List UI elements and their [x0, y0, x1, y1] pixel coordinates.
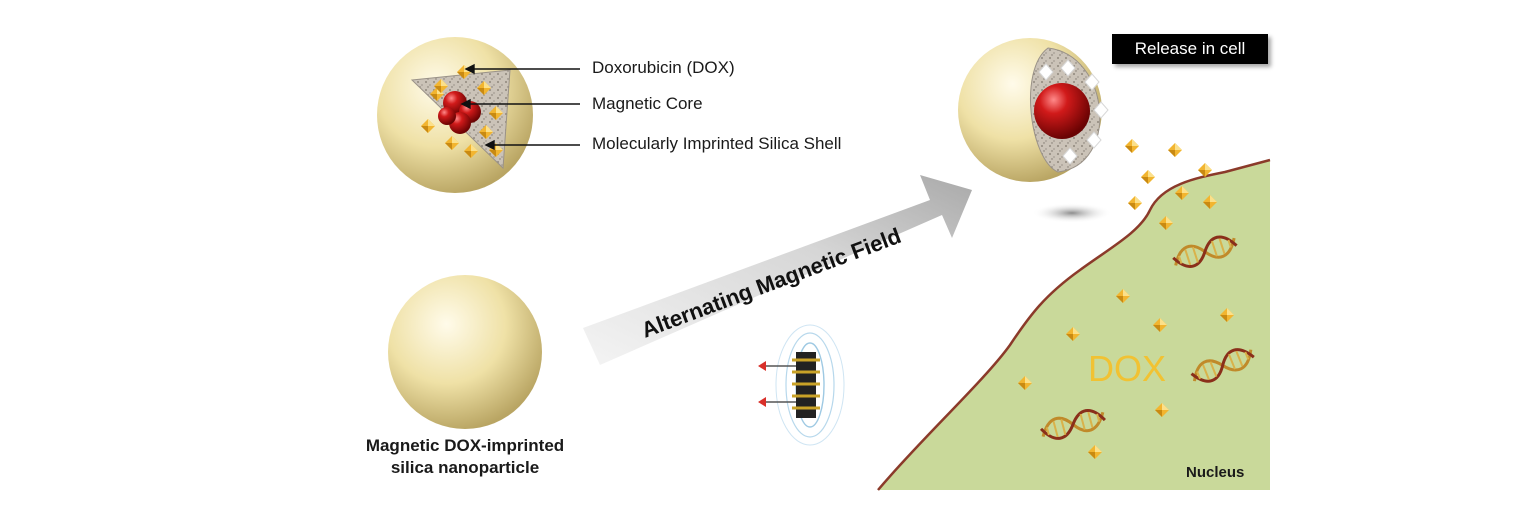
- plain-nanoparticle: [388, 275, 542, 429]
- caption-line-2: silica nanoparticle: [390, 458, 540, 477]
- release-badge: Release in cell: [1112, 34, 1268, 64]
- nucleus-label: Nucleus: [1186, 464, 1245, 481]
- core-callout-label: Magnetic Core: [592, 94, 703, 113]
- callout-lines: [460, 63, 580, 151]
- caption-line-1: Magnetic DOX-imprinted: [365, 436, 565, 455]
- nanoparticle-caption: Magnetic DOX-imprinted silica nanopartic…: [305, 435, 625, 479]
- releasing-nanoparticle: [958, 38, 1112, 223]
- dox-callout-label: Doxorubicin (DOX): [592, 58, 735, 77]
- arrow-label: Alternating Magnetic Field: [638, 223, 904, 343]
- loaded-nanoparticle: [377, 37, 533, 193]
- magnetic-core-cluster: [438, 91, 481, 134]
- field-arrow: [583, 175, 972, 365]
- dox-big-label: DOX: [1088, 348, 1167, 389]
- cell-region: [877, 158, 1271, 491]
- shell-callout-label: Molecularly Imprinted Silica Shell: [592, 134, 842, 153]
- magnetic-coil-icon: [758, 324, 845, 446]
